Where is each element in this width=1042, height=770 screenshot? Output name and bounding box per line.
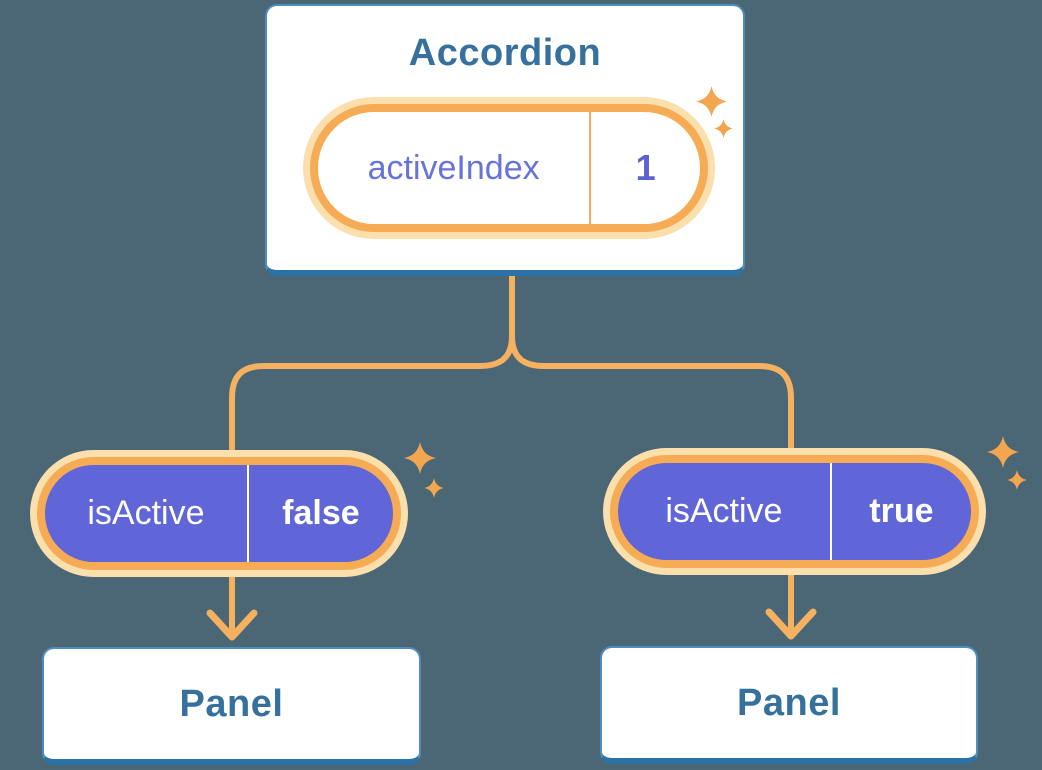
prop-value-label: false <box>282 494 360 532</box>
state-value-label: 1 <box>635 147 656 188</box>
sparkle-icon <box>1007 470 1027 490</box>
sparkle-icon <box>404 442 436 474</box>
state-pill-activeindex: activeIndex 1 <box>310 104 708 232</box>
prop-pill-isactive-true: isActive true <box>610 455 979 568</box>
prop-name-label: isActive <box>87 494 205 532</box>
panel-component-box-right: Panel <box>600 646 978 764</box>
panel-title: Panel <box>737 681 841 724</box>
sparkle-icon <box>714 119 733 138</box>
state-pill-divider <box>589 112 592 224</box>
down-arrowhead-left-icon <box>206 609 258 641</box>
down-arrowhead-right-icon <box>765 608 817 640</box>
sparkle-icon <box>987 436 1019 468</box>
sparkle-icon <box>424 478 444 498</box>
prop-pill-divider <box>829 463 832 560</box>
sparkle-icon <box>696 86 727 117</box>
prop-pill-isactive-false: isActive false <box>37 457 401 570</box>
prop-pill-divider <box>246 465 249 562</box>
prop-name-label: isActive <box>665 492 783 530</box>
accordion-title: Accordion <box>408 32 602 74</box>
state-name-label: activeIndex <box>367 148 540 187</box>
panel-component-box-left: Panel <box>42 647 421 765</box>
connector-right-branch <box>509 270 794 637</box>
connector-left-branch <box>229 270 515 638</box>
prop-value-label: true <box>869 492 934 530</box>
panel-title: Panel <box>179 682 284 725</box>
